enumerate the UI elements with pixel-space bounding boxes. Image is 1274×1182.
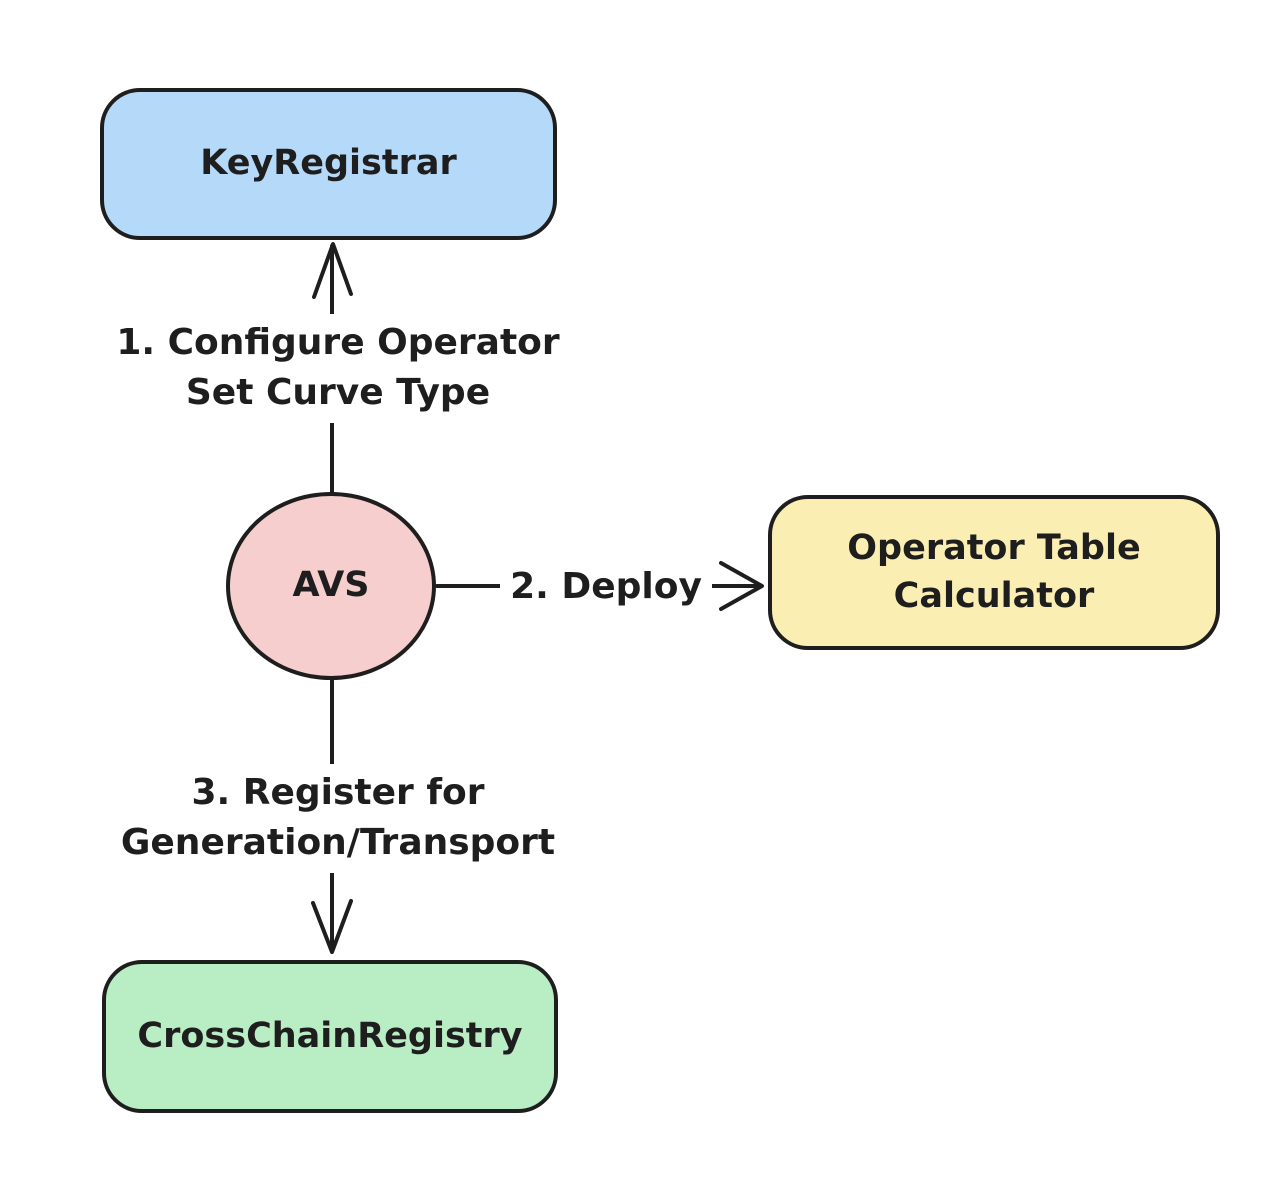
arrowhead-up-icon — [312, 242, 353, 299]
arrowhead-down-icon — [311, 899, 353, 954]
arrowhead-right-icon — [719, 561, 764, 611]
edge-label-register-for-generation-transport: 3. Register for Generation/Transport — [98, 764, 578, 873]
node-keyregistrar: KeyRegistrar — [100, 88, 557, 240]
node-operator-table-calculator: Operator Table Calculator — [768, 495, 1220, 650]
edge-label-configure-operator-set-curve-type: 1. Configure Operator Set Curve Type — [100, 314, 576, 423]
edge-label-deploy: 2. Deploy — [500, 558, 712, 617]
node-crosschainregistry: CrossChainRegistry — [102, 960, 558, 1113]
node-avs: AVS — [226, 492, 436, 680]
